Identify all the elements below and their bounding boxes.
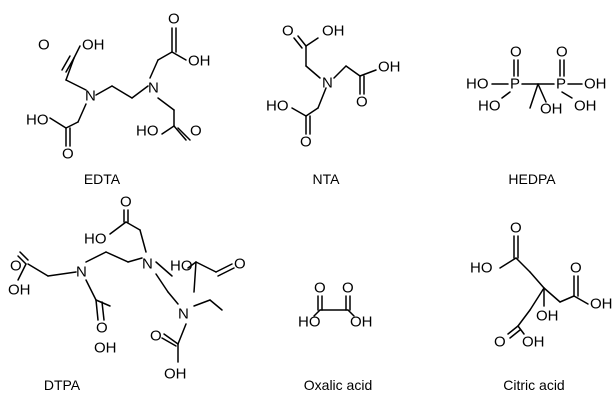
dtpa-atom: O — [96, 320, 108, 337]
nta-atom: OH — [322, 23, 345, 40]
hedpa-atom: HO — [466, 76, 489, 93]
edta-atom: HO — [26, 112, 49, 129]
hedpa-atom: OH — [574, 98, 597, 115]
dtpa-atom-labels: O HO O N N HO O OH N O OH O OH — [8, 194, 246, 383]
nta-atom: O — [282, 23, 294, 40]
citric-acid-caption: Citric acid — [503, 377, 564, 393]
dtpa-atom: OH — [8, 282, 31, 299]
dtpa-atom: HO — [170, 258, 193, 275]
dtpa-atom: N — [142, 256, 153, 273]
molecule-nta: O OH N OH O HO O NTA — [266, 23, 401, 188]
dtpa-atom: OH — [164, 366, 187, 383]
edta-atom: O — [38, 37, 50, 54]
oxalic-acid-atom: OH — [350, 314, 373, 331]
molecule-dtpa: O HO O N N HO O OH N O OH O OH DTPA — [8, 194, 246, 394]
nta-atom: N — [322, 75, 333, 92]
nta-atom: OH — [378, 59, 401, 76]
dtpa-atom: O — [234, 256, 246, 273]
nta-atom: O — [300, 134, 312, 151]
oxalic-acid-caption: Oxalic acid — [304, 377, 372, 393]
molecule-edta: O OH O OH N N HO O HO O EDTA — [26, 11, 211, 188]
hedpa-atom: OH — [584, 76, 607, 93]
hedpa-atom: P — [510, 76, 520, 93]
citric-acid-atom: O — [570, 260, 582, 277]
oxalic-acid-atom: O — [314, 280, 326, 297]
citric-acid-atom: OH — [536, 308, 559, 325]
dtpa-atom: O — [150, 328, 162, 345]
edta-atom-labels: O OH O OH N N HO O HO O — [26, 11, 211, 163]
hedpa-atom: HO — [478, 98, 501, 115]
edta-atom: O — [168, 11, 180, 28]
citric-acid-bonds — [499, 235, 589, 339]
hedpa-atom: O — [556, 44, 568, 61]
edta-atom: N — [85, 88, 96, 105]
citric-acid-atom-labels: O HO O OH OH O OH — [470, 220, 612, 351]
dtpa-atom: O — [10, 258, 22, 275]
edta-atom: O — [62, 146, 74, 163]
edta-caption: EDTA — [84, 171, 121, 187]
edta-atom: O — [190, 123, 202, 140]
oxalic-acid-atom: O — [342, 280, 354, 297]
dtpa-atom: N — [178, 306, 189, 323]
hedpa-atom: P — [556, 76, 566, 93]
citric-acid-atom: HO — [470, 260, 493, 277]
hedpa-atom: O — [510, 44, 522, 61]
hedpa-atom: OH — [540, 101, 563, 118]
edta-atom: N — [148, 80, 159, 97]
dtpa-bonds — [17, 209, 235, 363]
oxalic-acid-bonds — [313, 295, 355, 317]
molecule-oxalic-acid: O O HO OH Oxalic acid — [298, 280, 373, 394]
molecule-hedpa: O O HO P P OH HO OH OH HEDPA — [466, 44, 607, 188]
nta-atom: HO — [266, 98, 289, 115]
dtpa-caption: DTPA — [44, 377, 81, 393]
citric-acid-atom: OH — [590, 296, 612, 313]
nta-atom: O — [356, 94, 368, 111]
hedpa-atom-labels: O O HO P P OH HO OH OH — [466, 44, 607, 118]
nta-atom-labels: O OH N OH O HO O — [266, 23, 401, 151]
oxalic-acid-atom-labels: O O HO OH — [298, 280, 373, 331]
oxalic-acid-atom: HO — [298, 314, 321, 331]
hedpa-caption: HEDPA — [508, 171, 556, 187]
nta-caption: NTA — [313, 171, 341, 187]
dtpa-atom: OH — [94, 340, 117, 357]
citric-acid-atom: O — [510, 220, 522, 237]
dtpa-atom: O — [120, 194, 132, 211]
edta-atom: OH — [82, 37, 105, 54]
dtpa-atom: HO — [84, 231, 107, 248]
nta-bonds — [291, 35, 377, 135]
dtpa-atom: N — [76, 264, 87, 281]
hedpa-bonds — [491, 59, 583, 109]
edta-bonds — [49, 27, 191, 147]
citric-acid-atom: OH — [522, 334, 545, 351]
edta-atom: OH — [188, 53, 211, 70]
citric-acid-atom: O — [494, 334, 506, 351]
molecule-citric-acid: O HO O OH OH O OH Citric acid — [470, 220, 612, 394]
edta-atom: HO — [136, 123, 159, 140]
